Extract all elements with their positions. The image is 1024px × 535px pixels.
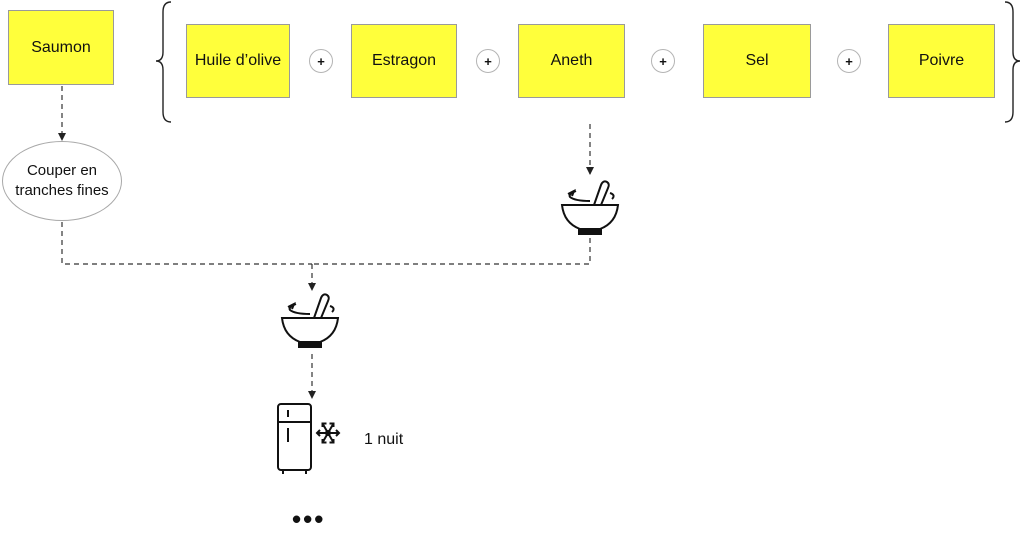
node-label: Sel — [745, 52, 769, 69]
rest-duration-label: 1 nuit — [364, 431, 404, 448]
plus-operator: + — [651, 49, 675, 73]
step-label-line2: tranches fines — [15, 182, 109, 199]
node-label: Huile d’olive — [194, 52, 282, 69]
plus-operator: + — [476, 49, 500, 73]
group-brace-left — [155, 1, 172, 123]
plus-operator: + — [837, 49, 861, 73]
ingredient-node-estragon: Estragon — [351, 24, 457, 98]
step-cut-slices: Couper en tranches fines — [2, 141, 122, 221]
mortar-pestle-icon — [560, 180, 620, 235]
group-brace-right — [1004, 1, 1021, 123]
node-label: Poivre — [918, 52, 965, 69]
step-label-line1: Couper en — [26, 162, 98, 179]
fridge-icon — [277, 403, 312, 474]
ingredient-node-aneth: Aneth — [518, 24, 625, 98]
ingredient-node-huile: Huile d’olive — [186, 24, 290, 98]
connector-cut-to-join — [61, 222, 312, 265]
continuation-ellipsis: ••• — [292, 504, 326, 534]
node-label: Estragon — [371, 52, 437, 69]
node-label: Saumon — [31, 38, 91, 56]
node-label: Aneth — [550, 52, 593, 69]
mortar-pestle-icon — [280, 293, 340, 348]
snowflake-icon — [315, 422, 341, 444]
connector-mortar-to-join — [312, 238, 591, 265]
plus-operator: + — [309, 49, 333, 73]
ingredient-node-sel: Sel — [703, 24, 811, 98]
ingredient-node-poivre: Poivre — [888, 24, 995, 98]
ingredient-node-saumon: Saumon — [8, 10, 114, 85]
